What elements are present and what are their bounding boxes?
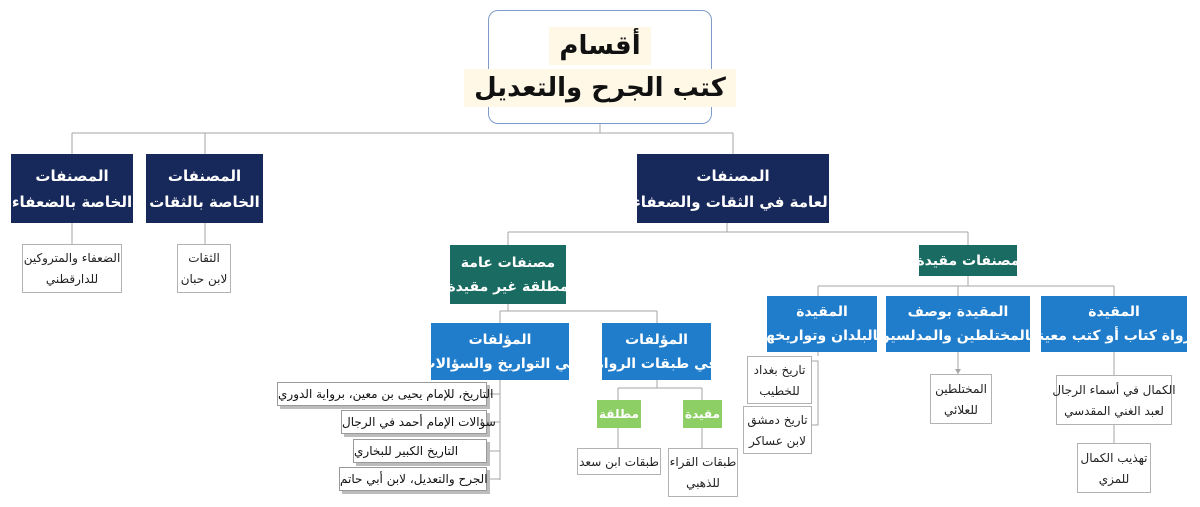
narrators-line-1: المقيدة [1088, 304, 1140, 320]
tawarikh-line-1: المؤلفات [468, 331, 532, 348]
thiqat-line-2: الخاصة بالثقات [149, 192, 260, 211]
tarikh-item-text: الجرح والتعديل، لابن أبي حاتم [340, 472, 488, 486]
tawarikh-works-node: المؤلفات في التواريخ والسؤالات [422, 323, 578, 380]
dimashq-line-2: لابن عساكر [749, 433, 806, 448]
unrestricted-works-node: مصنفات عامة مطلقة غير مقيدة [447, 245, 569, 304]
unrestricted-line-2: مطلقة غير مقيدة [447, 278, 569, 295]
restricted-label: مصنفات مقيدة [916, 252, 1020, 269]
qurra-line-1: طبقات القراء [669, 455, 737, 469]
duafa-book-node: الضعفاء والمتروكين للدارقطني [22, 244, 122, 293]
thiqat-book-line-1: الثقات [188, 251, 220, 265]
baghdad-line-2: للخطيب [759, 383, 800, 398]
kamal-book-node: الكمال في أسماء الرجال لعبد الغني المقدس… [1052, 375, 1176, 425]
thiqat-book-line-2: لابن حبان [180, 272, 228, 286]
thiqat-line-1: المصنفات [167, 166, 242, 185]
narrators-line-2: برواة كتاب أو كتب معينة [1030, 328, 1198, 344]
general-line-1: المصنفات [696, 166, 770, 185]
duafa-book-line-2: للدارقطني [45, 272, 99, 286]
description-line-1: المقيدة بوصف [907, 304, 1009, 320]
narrators-restricted-node: المقيدة برواة كتاب أو كتب معينة [1030, 296, 1198, 352]
mukhtalitin-book-node: المختلطين للعلائي [930, 374, 992, 424]
lands-restricted-node: المقيدة بالبلدان وتواريخها [761, 296, 883, 352]
description-restricted-node: المقيدة بوصف كالمختلطين والمدلسين [878, 296, 1038, 352]
mukhtalitin-line-1: المختلطين [935, 381, 987, 396]
tahdhib-line-2: للمزي [1098, 471, 1130, 486]
mutlaqa-label: مطلقة [599, 407, 639, 421]
tahdhib-book-node: تهذيب الكمال للمزي [1077, 443, 1151, 493]
ibn-saad-book-node: طبقات ابن سعد [577, 448, 661, 475]
qurra-book-node: طبقات القراء للذهبي [668, 448, 738, 497]
tarikh-list-item: التاريخ، للإمام يحيى بن معين، برواية الد… [277, 382, 493, 406]
description-line-2: كالمختلطين والمدلسين [877, 328, 1039, 344]
tarikh-item-text: التاريخ الكبير للبخاري [354, 444, 459, 458]
duafa-line-2: الخاصة بالضعفاء [11, 192, 133, 211]
dimashq-line-1: تاريخ دمشق [747, 412, 808, 427]
tahdhib-line-1: تهذيب الكمال [1080, 450, 1148, 465]
duafa-works-node: المصنفات الخاصة بالضعفاء [11, 154, 133, 223]
kamal-line-2: لعبد الغني المقدسي [1064, 403, 1164, 418]
lands-line-1: المقيدة [796, 304, 848, 320]
kamal-line-1: الكمال في أسماء الرجال [1052, 382, 1176, 397]
diagram-title: أقسام كتب الجرح والتعديل [464, 10, 736, 124]
mukhtalitin-line-2: للعلائي [944, 402, 978, 417]
baghdad-line-1: تاريخ بغداد [753, 362, 806, 377]
tabaqat-line-1: المؤلفات [625, 331, 688, 348]
duafa-book-line-1: الضعفاء والمتروكين [23, 251, 121, 265]
general-line-2: العامة في الثقات والضعفاء [633, 192, 833, 211]
lands-line-2: بالبلدان وتواريخها [760, 328, 884, 344]
tabaqat-line-2: في طبقات الرواة [595, 355, 718, 372]
muqayyada-label: مقيدة [685, 407, 720, 421]
ibn-saad-label: طبقات ابن سعد [579, 454, 659, 469]
unrestricted-line-1: مصنفات عامة [460, 254, 556, 271]
mutlaqa-label-node: مطلقة [597, 400, 641, 428]
dimashq-book-node: تاريخ دمشق لابن عساكر [743, 406, 812, 454]
tawarikh-line-2: في التواريخ والسؤالات [421, 355, 579, 372]
qurra-line-2: للذهبي [686, 476, 720, 490]
title-line-1: أقسام [549, 27, 651, 65]
tarikh-item-text: التاريخ، للإمام يحيى بن معين، برواية الد… [278, 387, 494, 401]
baghdad-book-node: تاريخ بغداد للخطيب [747, 356, 812, 404]
tabaqat-works-node: المؤلفات في طبقات الرواة [596, 323, 717, 380]
tarikh-list-item: سؤالات الإمام أحمد في الرجال [341, 410, 496, 434]
tarikh-list-item: الجرح والتعديل، لابن أبي حاتم [339, 467, 488, 491]
tarikh-item-text: سؤالات الإمام أحمد في الرجال [342, 415, 496, 429]
thiqat-book-node: الثقات لابن حبان [177, 244, 231, 293]
tarikh-list-item: التاريخ الكبير للبخاري [353, 439, 487, 463]
muqayyada-label-node: مقيدة [683, 400, 722, 428]
restricted-works-node: مصنفات مقيدة [916, 245, 1020, 276]
title-line-2: كتب الجرح والتعديل [464, 69, 736, 107]
thiqat-works-node: المصنفات الخاصة بالثقات [146, 154, 263, 223]
general-works-node: المصنفات العامة في الثقات والضعفاء [633, 154, 833, 223]
duafa-line-1: المصنفات [35, 166, 109, 185]
